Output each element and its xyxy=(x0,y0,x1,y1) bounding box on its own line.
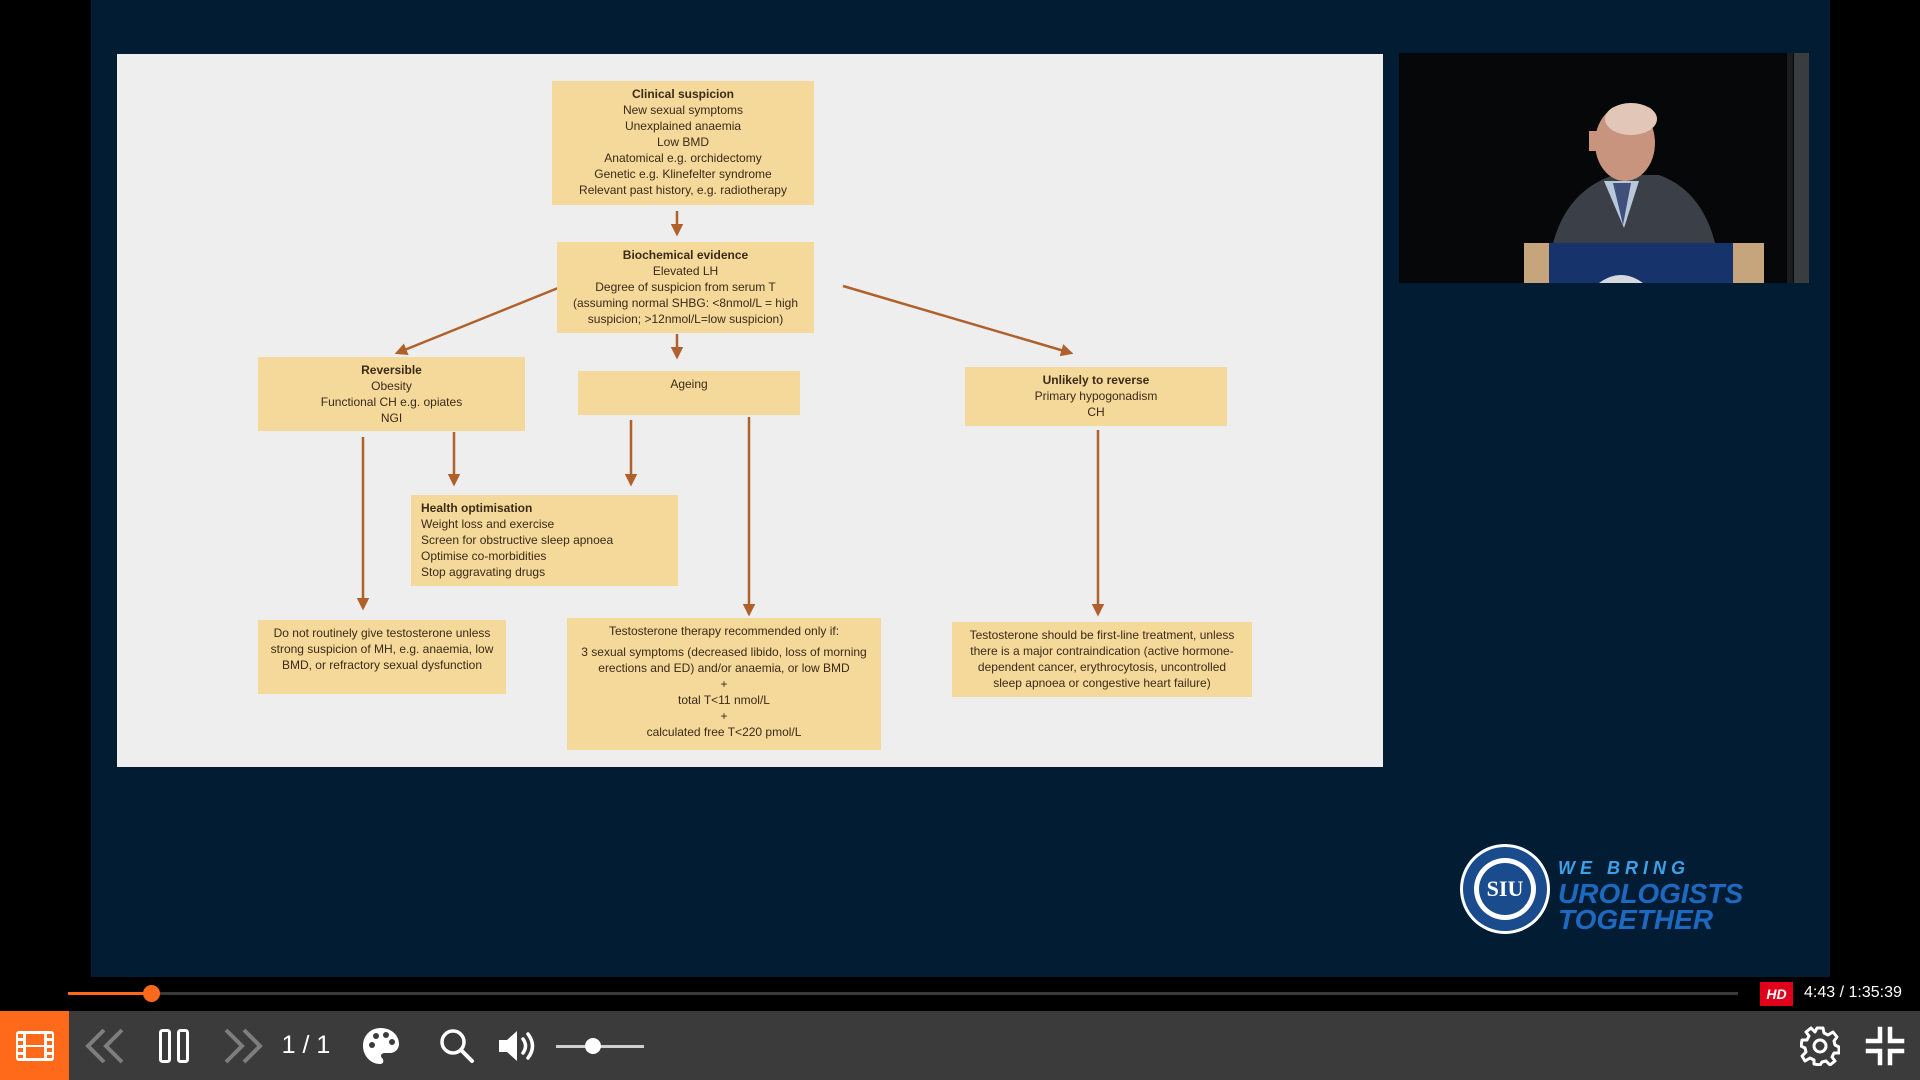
box-line: Weight loss and exercise xyxy=(421,517,555,531)
box-line: suspicion; >12nmol/L=low suspicion) xyxy=(587,312,784,326)
double-chevron-left-icon xyxy=(85,1028,124,1063)
box-line: calculated free T<220 pmol/L xyxy=(646,725,802,739)
palette-icon xyxy=(363,1027,399,1064)
speaker-webcam xyxy=(1399,53,1809,283)
box-line: + xyxy=(720,677,728,691)
control-bar: 1 / 1 xyxy=(0,1011,1920,1080)
box-line: Relevant past history, e.g. radiotherapy xyxy=(579,183,787,197)
box-line: Screen for obstructive sleep apnoea xyxy=(421,533,614,547)
box-ageing: Ageing xyxy=(578,371,800,415)
box-title: Biochemical evidence xyxy=(622,248,749,262)
box-line: Obesity xyxy=(371,379,412,393)
pause-icon xyxy=(159,1028,189,1063)
logo-badge-text: SIU xyxy=(1487,876,1524,901)
box-line: strong suspicion of MH, e.g. anaemia, lo… xyxy=(270,642,494,656)
progress-handle[interactable] xyxy=(143,985,161,1002)
box-line: 3 sexual symptoms (decreased libido, los… xyxy=(581,645,867,659)
theme-button[interactable] xyxy=(358,1011,404,1080)
volume-handle[interactable] xyxy=(584,1038,601,1054)
box-title: Testosterone therapy recommended only if… xyxy=(608,624,840,638)
box-line: CH xyxy=(1087,405,1105,419)
gear-icon xyxy=(1800,1026,1840,1066)
time-readout: 4:43 / 1:35:39 xyxy=(1804,984,1902,1001)
box-line: (assuming normal SHBG: <8nmol/L = high xyxy=(573,296,798,310)
next-slide-button[interactable] xyxy=(220,1011,266,1080)
box-line: Genetic e.g. Klinefelter syndrome xyxy=(594,167,772,181)
box-line: Unexplained anaemia xyxy=(624,119,742,133)
volume-slider[interactable] xyxy=(556,1038,644,1054)
exit-fullscreen-button[interactable] xyxy=(1862,1011,1908,1080)
box-first-line-treatment: Testosterone should be first-line treatm… xyxy=(952,622,1252,697)
box-line: total T<11 nmol/L xyxy=(678,693,770,707)
siu-logo: SIU WE BRING UROLOGISTS TOGETHER xyxy=(1458,842,1778,937)
box-title: Unlikely to reverse xyxy=(1042,373,1150,387)
box-line: there is a major contraindication (activ… xyxy=(970,644,1234,658)
box-title: Reversible xyxy=(361,363,422,377)
arrow-biochemical-to-unlikely xyxy=(842,284,1074,357)
speaker-illustration xyxy=(1399,53,1809,283)
box-line: Testosterone should be first-line treatm… xyxy=(969,628,1235,642)
video-stage[interactable]: Clinical suspicion New sexual symptoms U… xyxy=(91,0,1830,977)
box-line: + xyxy=(720,709,728,723)
box-line: Do not routinely give testosterone unles… xyxy=(273,626,491,640)
slide: Clinical suspicion New sexual symptoms U… xyxy=(117,54,1383,767)
box-reversible: Reversible Obesity Functional CH e.g. op… xyxy=(258,357,525,431)
box-biochemical-evidence: Biochemical evidence Elevated LH Degree … xyxy=(557,242,814,333)
search-button[interactable] xyxy=(435,1011,479,1080)
box-line: Degree of suspicion from serum T xyxy=(595,280,776,294)
hd-badge[interactable]: HD xyxy=(1760,982,1793,1006)
logo-line-1: WE BRING xyxy=(1558,858,1690,878)
logo-line-2: UROLOGISTS xyxy=(1558,878,1744,909)
page-counter-control[interactable]: 1 / 1 xyxy=(276,1011,336,1080)
box-line: Low BMD xyxy=(656,135,709,149)
pause-button[interactable] xyxy=(153,1011,195,1080)
box-line: Functional CH e.g. opiates xyxy=(320,395,463,409)
box-line: Optimise co-morbidities xyxy=(421,549,547,563)
box-line: NGI xyxy=(380,411,403,425)
box-line: dependent cancer, erythrocytosis, uncont… xyxy=(977,660,1227,674)
volume-button[interactable] xyxy=(494,1011,544,1080)
flowchart-arrows xyxy=(356,211,1105,617)
box-line: Anatomical e.g. orchidectomy xyxy=(604,151,762,165)
box-title: Ageing xyxy=(670,377,708,391)
logo-line-3: TOGETHER xyxy=(1558,904,1714,935)
settings-button[interactable] xyxy=(1797,1011,1843,1080)
box-line: Primary hypogonadism xyxy=(1034,389,1158,403)
box-health-optimisation: Health optimisation Weight loss and exer… xyxy=(411,495,678,586)
box-line: Stop aggravating drugs xyxy=(421,565,546,579)
box-clinical-suspicion: Clinical suspicion New sexual symptoms U… xyxy=(552,81,814,205)
progress-bar[interactable] xyxy=(68,985,1738,1002)
box-line: Elevated LH xyxy=(652,264,719,278)
box-line: sleep apnoea or congestive heart failure… xyxy=(993,676,1211,690)
box-line: New sexual symptoms xyxy=(622,103,744,117)
box-title: Clinical suspicion xyxy=(631,87,735,101)
siu-seal: SIU xyxy=(1460,844,1550,934)
box-line: BMD, or refractory sexual dysfunction xyxy=(281,658,483,672)
box-do-not-routinely: Do not routinely give testosterone unles… xyxy=(258,620,506,694)
arrow-biochemical-to-reversible xyxy=(394,284,564,356)
double-chevron-right-icon xyxy=(224,1028,263,1063)
box-line: erections and ED) and/or anaemia, or low… xyxy=(598,661,850,675)
search-icon xyxy=(440,1028,474,1063)
exit-fullscreen-icon xyxy=(1865,1026,1905,1065)
film-strip-icon xyxy=(15,1030,54,1061)
box-title: Health optimisation xyxy=(421,501,533,515)
volume-icon xyxy=(499,1030,535,1061)
box-unlikely-to-reverse: Unlikely to reverse Primary hypogonadism… xyxy=(965,367,1227,426)
previous-slide-button[interactable] xyxy=(82,1011,128,1080)
page-counter: 1 / 1 xyxy=(281,1031,331,1059)
chapters-menu-button[interactable] xyxy=(0,1011,69,1080)
progress-fill xyxy=(68,992,152,995)
box-testosterone-therapy: Testosterone therapy recommended only if… xyxy=(567,618,881,750)
